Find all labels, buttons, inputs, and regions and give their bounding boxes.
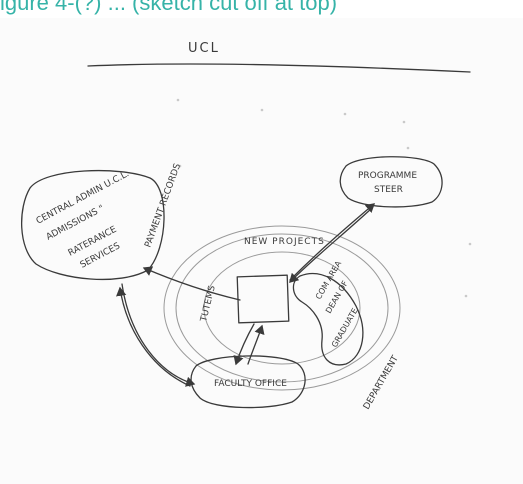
central-admin-side-label: PAYMENT RECORDS bbox=[143, 162, 183, 249]
paper-speck bbox=[406, 146, 410, 150]
arrow-center-to-programme bbox=[289, 203, 375, 281]
arrow-center-to-faculty bbox=[233, 323, 255, 366]
programme-steer-line-2: STEER bbox=[374, 185, 403, 195]
paper-speck bbox=[343, 112, 347, 116]
paper-speck bbox=[178, 164, 182, 168]
arrow-center-to-admin bbox=[142, 266, 241, 301]
programme-steer-line-1: PROGRAMME bbox=[358, 171, 417, 181]
inner-ring bbox=[203, 251, 361, 365]
tutems-label: TUTEMS bbox=[199, 284, 218, 323]
paper-speck bbox=[260, 108, 264, 112]
hand-drawn-diagram: UCL CENTRAL ADMIN U.C.L. ADMISSIONS " RA… bbox=[21, 41, 472, 412]
paper-speck bbox=[468, 242, 472, 246]
ucl-boundary-line bbox=[87, 63, 471, 73]
programme-steer-box bbox=[339, 156, 443, 208]
faculty-office-label: FACULTY OFFICE bbox=[214, 379, 287, 389]
middle-ring bbox=[175, 233, 389, 383]
arrow-admin-to-faculty bbox=[121, 283, 196, 387]
department-label: DEPARTMENT bbox=[362, 354, 401, 412]
sketch-paper: UCL CENTRAL ADMIN U.C.L. ADMISSIONS " RA… bbox=[0, 18, 523, 484]
new-projects-label: NEW PROJECTS bbox=[244, 237, 325, 247]
central-square bbox=[236, 274, 290, 324]
outer-ring bbox=[163, 225, 401, 391]
arrow-faculty-to-center bbox=[247, 324, 265, 365]
figure-caption-fragment: igure 4-(?) ... (sketch cut off at top) bbox=[0, 0, 338, 15]
other-roles-crescent bbox=[292, 272, 364, 366]
ucl-label: UCL bbox=[188, 41, 220, 56]
arrow-faculty-to-admin bbox=[116, 286, 191, 387]
paper-speck bbox=[176, 98, 180, 102]
paper-speck bbox=[402, 120, 406, 124]
faculty-office-box bbox=[190, 355, 306, 409]
arrow-programme-to-center bbox=[289, 207, 373, 283]
paper-speck bbox=[464, 294, 468, 298]
